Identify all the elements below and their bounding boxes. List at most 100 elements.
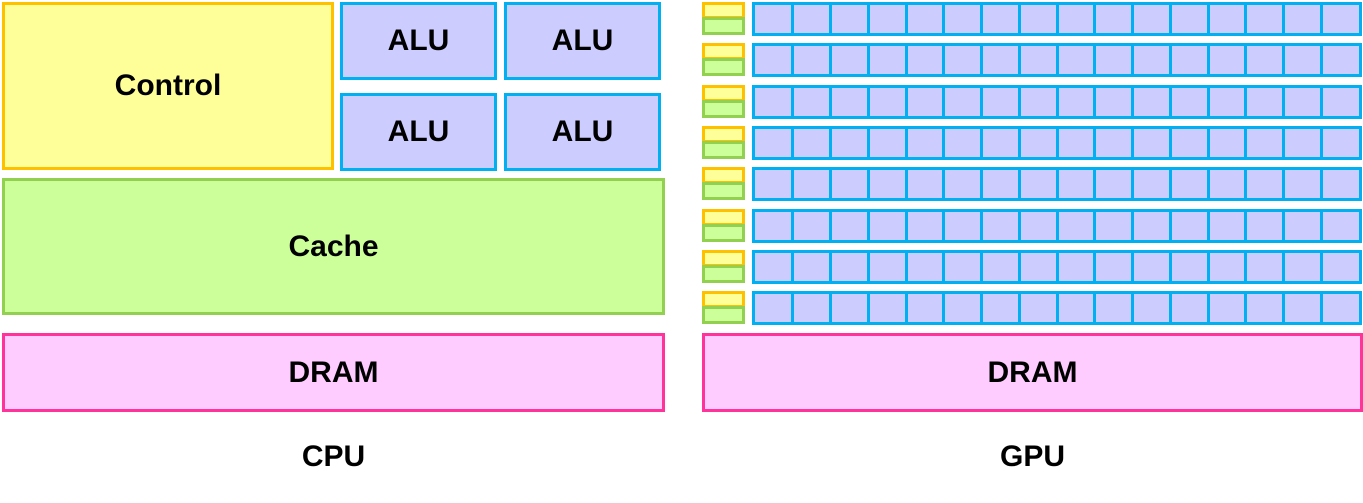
gpu-alu-divider [1131, 128, 1134, 157]
gpu-alu-divider [1244, 87, 1248, 116]
gpu-alu-divider [1093, 128, 1097, 157]
gpu-alu-divider [1282, 128, 1285, 157]
gpu-alu-divider [1244, 170, 1248, 199]
gpu-alu-divider [1319, 87, 1323, 116]
gpu-alu-row [752, 291, 1362, 326]
gpu-control-cache-unit [702, 84, 745, 118]
gpu-alu-divider [1093, 170, 1097, 199]
gpu-alu-divider [1319, 211, 1323, 240]
gpu-alu-divider [1206, 252, 1210, 281]
gpu-alu-row [752, 167, 1362, 202]
gpu-alu-divider [904, 128, 908, 157]
cpu-alu-block: ALU [504, 93, 661, 171]
gpu-alu-divider [791, 211, 795, 240]
gpu-alu-row [752, 2, 1362, 36]
gpu-alu-divider [1282, 5, 1285, 33]
gpu-alu-divider [942, 294, 946, 323]
gpu-alu-divider [942, 128, 946, 157]
gpu-alu-divider [1055, 294, 1059, 323]
gpu-alu-divider [1319, 294, 1323, 323]
gpu-control-cache-unit [702, 43, 745, 77]
gpu-alu-divider [1282, 170, 1285, 199]
gpu-alu-divider [829, 5, 832, 33]
gpu-alu-divider [791, 170, 795, 199]
gpu-alu-divider [1055, 252, 1059, 281]
gpu-alu-divider [1093, 46, 1097, 75]
gpu-alu-divider [1282, 211, 1285, 240]
gpu-alu-divider [1244, 211, 1248, 240]
gpu-alu-divider [866, 170, 870, 199]
gpu-alu-divider [1093, 211, 1097, 240]
gpu-alu-divider [980, 294, 983, 323]
gpu-alu-divider [980, 170, 983, 199]
gpu-alu-divider [1055, 46, 1059, 75]
gpu-alu-divider [1131, 294, 1134, 323]
cpu-alu-block: ALU [504, 2, 661, 80]
gpu-alu-divider [980, 252, 983, 281]
gpu-alu-divider [1055, 170, 1059, 199]
gpu-alu-divider [866, 294, 870, 323]
gpu-alu-divider [1282, 87, 1285, 116]
gpu-alu-divider [829, 87, 832, 116]
gpu-alu-divider [791, 128, 795, 157]
gpu-alu-divider [829, 46, 832, 75]
gpu-alu-divider [829, 211, 832, 240]
gpu-cache-block [702, 17, 745, 35]
gpu-cache-block [702, 140, 745, 159]
gpu-alu-divider [1055, 211, 1059, 240]
gpu-alu-divider [1055, 87, 1059, 116]
gpu-alu-divider [1131, 211, 1134, 240]
gpu-alu-divider [791, 252, 795, 281]
gpu-alu-divider [829, 294, 832, 323]
gpu-alu-divider [1093, 87, 1097, 116]
gpu-alu-divider [1206, 5, 1210, 33]
gpu-alu-divider [904, 87, 908, 116]
gpu-alu-divider [1017, 46, 1021, 75]
gpu-alu-divider [1244, 128, 1248, 157]
gpu-cache-block [702, 58, 745, 77]
gpu-alu-divider [791, 87, 795, 116]
gpu-alu-divider [1017, 294, 1021, 323]
gpu-alu-divider [829, 252, 832, 281]
gpu-alu-divider [1206, 170, 1210, 199]
gpu-alu-divider [1017, 252, 1021, 281]
gpu-control-cache-unit [702, 167, 745, 201]
gpu-cache-block [702, 306, 745, 325]
gpu-control-cache-unit [702, 125, 745, 159]
gpu-alu-divider [829, 170, 832, 199]
gpu-alu-divider [904, 46, 908, 75]
gpu-alu-divider [1168, 46, 1172, 75]
gpu-alu-divider [942, 211, 946, 240]
gpu-alu-divider [942, 87, 946, 116]
gpu-alu-row [752, 208, 1362, 243]
gpu-alu-divider [942, 252, 946, 281]
gpu-cache-block [702, 264, 745, 283]
gpu-alu-divider [1206, 211, 1210, 240]
gpu-alu-divider [1017, 87, 1021, 116]
gpu-alu-divider [980, 128, 983, 157]
gpu-alu-divider [980, 211, 983, 240]
gpu-alu-row [752, 249, 1362, 284]
cpu-alu-block: ALU [340, 2, 497, 80]
gpu-alu-divider [1131, 170, 1134, 199]
gpu-alu-divider [1319, 170, 1323, 199]
gpu-alu-divider [1017, 211, 1021, 240]
gpu-alu-divider [942, 170, 946, 199]
gpu-alu-divider [904, 5, 908, 33]
gpu-alu-divider [1168, 5, 1172, 33]
cpu-dram-block: DRAM [2, 333, 665, 412]
gpu-alu-row [752, 125, 1362, 160]
gpu-alu-divider [904, 211, 908, 240]
gpu-alu-divider [980, 46, 983, 75]
gpu-alu-divider [1093, 5, 1097, 33]
gpu-alu-divider [1055, 128, 1059, 157]
gpu-alu-divider [1131, 87, 1134, 116]
cpu-alu-block: ALU [340, 93, 497, 171]
gpu-control-cache-unit [702, 208, 745, 242]
gpu-cache-block [702, 99, 745, 118]
gpu-alu-divider [1055, 5, 1059, 33]
gpu-alu-divider [1319, 252, 1323, 281]
gpu-alu-divider [942, 5, 946, 33]
gpu-alu-divider [866, 87, 870, 116]
gpu-alu-divider [829, 128, 832, 157]
